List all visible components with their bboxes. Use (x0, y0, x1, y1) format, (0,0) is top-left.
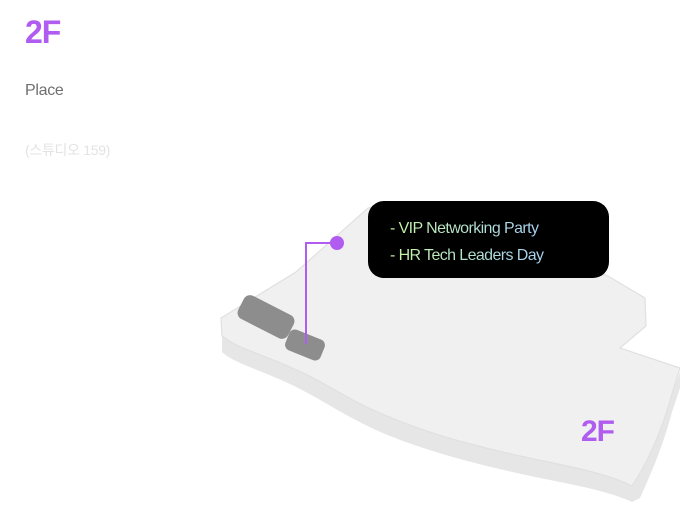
floor-slab-side (222, 336, 680, 502)
place-label: Place (25, 82, 64, 99)
location-pin-line (305, 242, 336, 344)
booth-left (237, 295, 295, 339)
floor-title: 2F (25, 14, 61, 50)
event-tooltip: - VIP Networking Party - HR Tech Leaders… (368, 201, 609, 278)
studio-label: (스튜디오 159) (25, 142, 111, 158)
event-vip-networking: - VIP Networking Party (390, 215, 609, 242)
booth-right (285, 329, 325, 361)
event-hr-tech-leaders: - HR Tech Leaders Day (390, 242, 609, 269)
map-floor-label: 2F (581, 415, 615, 448)
location-pin-dot (330, 236, 344, 250)
